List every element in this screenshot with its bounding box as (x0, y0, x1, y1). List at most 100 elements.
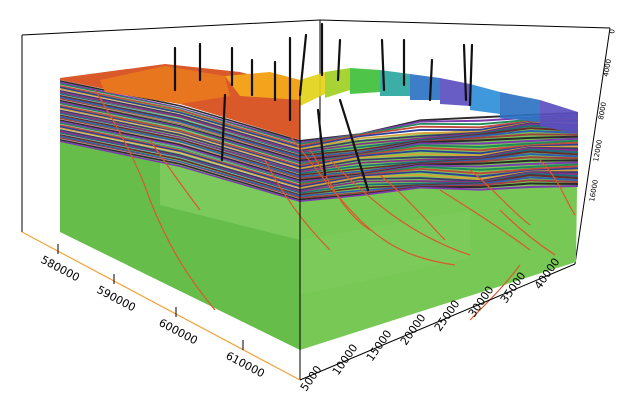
right-face-layer (300, 127, 578, 157)
surface-patch (410, 74, 440, 100)
right-face-layer (300, 135, 578, 162)
back-frame (21, 19, 611, 265)
right-face-layer (300, 156, 578, 180)
left-face-layer (60, 109, 300, 171)
depth-tick-label: 4000 (602, 58, 613, 77)
depth-tick-label: 0 (608, 29, 617, 35)
left-face-layer (60, 111, 300, 173)
fault-lines (94, 89, 576, 321)
bedding-line (59, 94, 301, 155)
right-face-layer (300, 143, 578, 168)
left-face-layer (60, 125, 300, 188)
right-face-layer (300, 185, 578, 202)
left-face-layer (60, 137, 300, 199)
fault-line (539, 159, 576, 216)
surface-patch (300, 72, 325, 106)
fault-line (309, 149, 371, 231)
fault-line (149, 139, 201, 211)
left-face-layer (60, 94, 300, 157)
front-frame (21, 90, 576, 381)
bedding-line (59, 109, 301, 170)
left-face-layer (60, 120, 300, 183)
left-face-layer (60, 80, 300, 142)
y-tick-label: 5000 (298, 363, 325, 393)
left-face-layer (60, 119, 300, 181)
right-face-layer (300, 176, 578, 198)
left-face-layer (60, 107, 300, 170)
left-face-layer (60, 97, 300, 160)
surface-patch (470, 84, 500, 114)
left-face-layer (60, 112, 300, 175)
left-face-layer (60, 106, 300, 168)
bedding-line (59, 84, 301, 146)
left-face-layer (60, 130, 300, 193)
left-face-layer (60, 122, 300, 185)
right-face-layer (300, 182, 578, 201)
surface-patch (440, 78, 470, 106)
left-face-layer (60, 83, 300, 145)
left-face-layer (60, 101, 300, 163)
right-face-layer (300, 165, 578, 186)
bedding-line (59, 114, 301, 175)
well-path (468, 43, 474, 107)
top-surface (60, 64, 578, 140)
fault-line (94, 89, 216, 311)
bedding-line (59, 118, 301, 180)
fault-line (469, 264, 521, 321)
surface-patch (225, 72, 300, 100)
fault-line (439, 189, 531, 251)
left-face-layer (60, 89, 300, 152)
y-tick-label: 10000 (330, 342, 361, 378)
bedding-line (59, 138, 301, 199)
x-tick-label: 600000 (157, 316, 200, 347)
fault-line (264, 159, 331, 251)
left-face-layer (60, 115, 300, 178)
right-face-layer (300, 159, 578, 181)
well-path (336, 38, 342, 82)
back-top-edge (21, 19, 321, 36)
right-face-layer (300, 179, 578, 199)
left-face-layer (60, 86, 300, 149)
right-face-layer (300, 150, 578, 176)
left-face-layer (60, 127, 300, 189)
x-tick-label: 580000 (39, 253, 82, 284)
right-face-layer (300, 169, 578, 189)
left-face-layer (60, 104, 300, 167)
left-face-layer (60, 140, 300, 202)
surface-patch (380, 70, 410, 96)
bedding-line (59, 104, 301, 165)
block-inner-cut-right (300, 210, 470, 295)
well-paths (173, 22, 474, 192)
right-face-layer (300, 139, 578, 165)
left-face-layer (60, 128, 300, 191)
well-path (316, 108, 327, 177)
left-face-layer (60, 135, 300, 198)
back-top-edge-right (319, 19, 611, 29)
bedding-line (59, 99, 301, 160)
surface-patch (500, 92, 540, 122)
left-face-layer (60, 81, 300, 144)
left-face-layer (60, 84, 300, 147)
right-vertical-edge (574, 27, 611, 265)
fault-line (284, 129, 456, 266)
well-path (380, 38, 386, 92)
right-face-layer (300, 153, 578, 178)
x-tick-label: 610000 (224, 349, 267, 380)
surface-patch (540, 100, 578, 134)
depth-tick-label: 16000 (588, 179, 600, 202)
fault-line (469, 169, 531, 226)
left-face-layer (60, 102, 300, 165)
x-axis-line (21, 231, 301, 381)
bedding-line (59, 128, 301, 190)
well-path (220, 93, 227, 162)
bedding-line (59, 133, 301, 195)
left-face-layer (60, 99, 300, 162)
right-face-layer (300, 137, 578, 163)
left-face-layer (60, 133, 300, 196)
fault-line (379, 174, 446, 241)
right-face-layer (300, 141, 578, 167)
depth-tick-label: 12000 (592, 139, 604, 162)
left-face-layer (60, 93, 300, 155)
well-path (428, 58, 434, 102)
